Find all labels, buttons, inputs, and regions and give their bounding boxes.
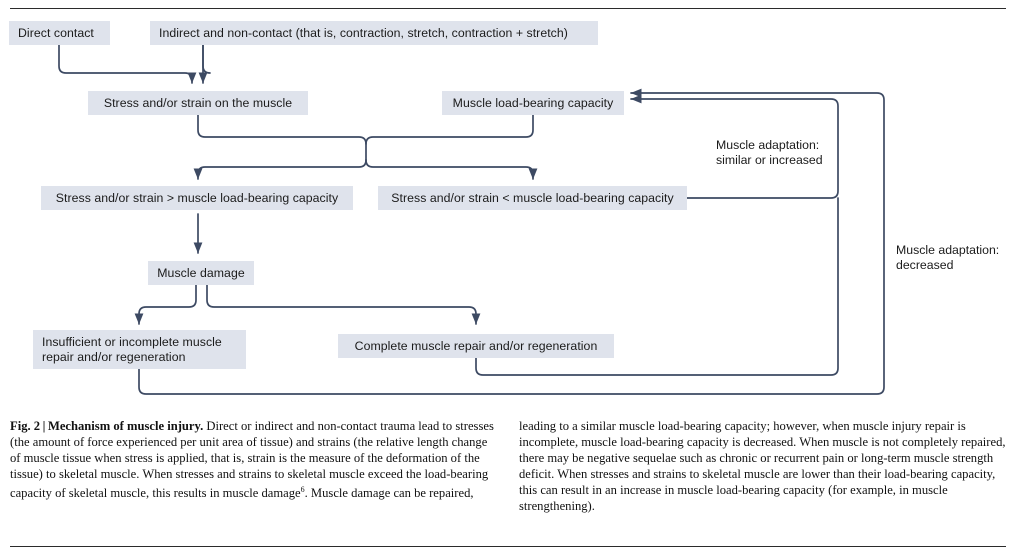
figure-separator: | [42, 419, 46, 433]
node-label: Direct contact [18, 25, 94, 40]
node-insufficient-repair: Insufficient or incomplete muscle repair… [33, 330, 246, 369]
caption-body-1: Direct or indirect and non-contact traum… [10, 419, 494, 501]
node-label: Stress and/or strain < muscle load-beari… [391, 190, 674, 205]
node-complete-repair: Complete muscle repair and/or regenerati… [338, 334, 614, 358]
node-direct-contact: Direct contact [9, 21, 110, 45]
caption-reference-marker: 6 [300, 485, 305, 495]
top-rule [10, 8, 1006, 9]
flowchart-connectors [58, 44, 885, 395]
node-label: Muscle load-bearing capacity [452, 95, 614, 110]
node-label-line1: Insufficient or incomplete muscle [42, 335, 222, 349]
flowchart-diagram: Direct contact Indirect and non-contact … [9, 21, 1000, 395]
node-label: Indirect and non-contact (that is, contr… [159, 25, 568, 40]
node-stress-strain-on-muscle: Stress and/or strain on the muscle [88, 91, 308, 115]
edge-label-adaptation-decreased: Muscle adaptation: decreased [896, 243, 1000, 272]
node-stress-greater-than-capacity: Stress and/or strain > muscle load-beari… [41, 186, 353, 210]
figure-caption: Fig. 2 | Mechanism of muscle injury. Dir… [10, 418, 1006, 515]
node-muscle-load-bearing-capacity: Muscle load-bearing capacity [442, 91, 624, 115]
node-label: Muscle damage [157, 265, 245, 280]
node-label: Stress and/or strain > muscle load-beari… [55, 190, 339, 205]
edge-label-adaptation-similar: Muscle adaptation: similar or increased [716, 138, 823, 167]
figure-title: Mechanism of muscle injury. [47, 419, 204, 433]
node-muscle-damage: Muscle damage [148, 261, 254, 285]
node-indirect-non-contact: Indirect and non-contact (that is, contr… [150, 21, 598, 45]
node-label: Stress and/or strain on the muscle [103, 95, 293, 110]
node-label: Complete muscle repair and/or regenerati… [354, 338, 598, 353]
caption-body-2: . Muscle damage can be repaired, leading… [304, 419, 1006, 514]
node-label-line2: repair and/or regeneration [42, 350, 186, 364]
node-stress-less-than-capacity: Stress and/or strain < muscle load-beari… [378, 186, 687, 210]
figure-label: Fig. 2 [10, 419, 41, 433]
bottom-rule [10, 546, 1006, 547]
